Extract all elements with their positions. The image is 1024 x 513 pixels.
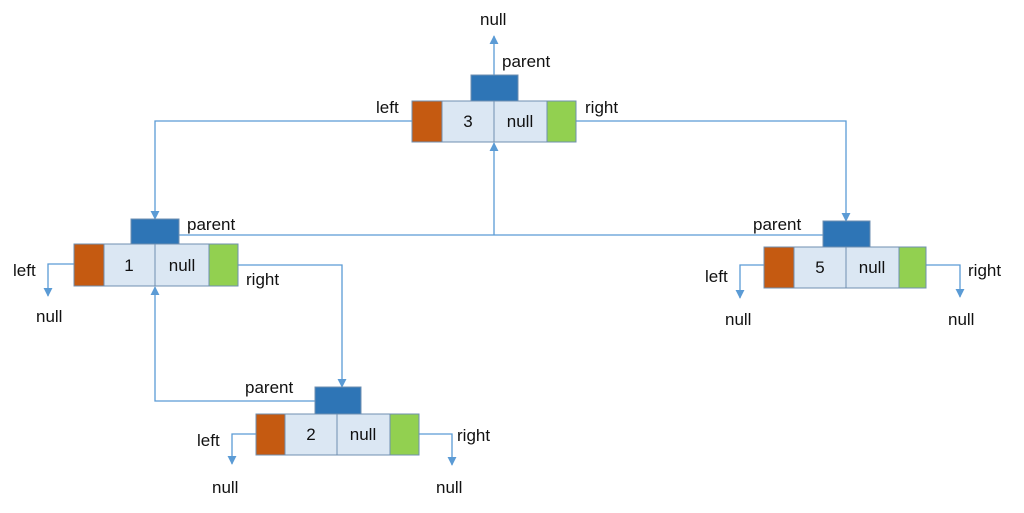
- right-label: right: [457, 426, 490, 445]
- parent-label: parent: [245, 378, 293, 397]
- tree-node-2: 2 null left right parent null null: [197, 378, 490, 497]
- left-pointer-cell: [763, 246, 795, 289]
- tree-node-1: 1 null left right parent null: [13, 215, 279, 326]
- right-pointer-cell: [208, 243, 239, 287]
- tree-node-3: 3 null left right parent null: [376, 10, 618, 143]
- node-extra: null: [350, 425, 376, 444]
- extra-cell: [154, 243, 210, 287]
- value-cell: [103, 243, 156, 287]
- edge-n2-parent-to-n1: [150, 286, 315, 402]
- edge-n1-right-to-n2: [238, 264, 347, 388]
- left-pointer-cell: [73, 243, 105, 287]
- edge-n5-left-null: [735, 264, 764, 299]
- left-label: left: [376, 98, 399, 117]
- node-value: 2: [306, 425, 315, 444]
- parent-pointer-box: [470, 74, 519, 102]
- parent-label: parent: [502, 52, 550, 71]
- parent-pointer-box: [130, 218, 180, 245]
- right-null-label: null: [948, 310, 974, 329]
- value-cell: [284, 413, 338, 456]
- extra-cell: [493, 100, 548, 143]
- parent-label: parent: [753, 215, 801, 234]
- edge-n2-left-null: [227, 433, 256, 465]
- edge-n1-left-null: [43, 263, 74, 297]
- right-pointer-cell: [389, 413, 420, 456]
- right-pointer-cell: [898, 246, 927, 289]
- node-extra: null: [169, 256, 195, 275]
- edge-n2-right-null: [419, 433, 457, 466]
- left-label: left: [197, 431, 220, 450]
- node-extra: null: [859, 258, 885, 277]
- edge-n5-right-null: [926, 264, 965, 298]
- edge-n3-right-to-n5: [576, 120, 851, 222]
- left-null-label: null: [212, 478, 238, 497]
- tree-node-5: 5 null left right parent null null: [705, 215, 1001, 329]
- right-label: right: [968, 261, 1001, 280]
- node-extra: null: [507, 112, 533, 131]
- node-value: 3: [463, 112, 472, 131]
- left-pointer-cell: [411, 100, 443, 143]
- right-label: right: [246, 270, 279, 289]
- right-pointer-cell: [546, 100, 577, 143]
- node-value: 1: [124, 256, 133, 275]
- left-pointer-cell: [255, 413, 286, 456]
- left-null-label: null: [725, 310, 751, 329]
- left-null-label: null: [36, 307, 62, 326]
- parent-pointer-box: [822, 220, 871, 248]
- edge-n3-left-to-n1: [150, 120, 412, 220]
- extra-cell: [845, 246, 900, 289]
- edges: [43, 35, 965, 466]
- parent-pointer-box: [314, 386, 362, 415]
- parent-label: parent: [187, 215, 235, 234]
- node-value: 5: [815, 258, 824, 277]
- left-label: left: [13, 261, 36, 280]
- right-null-label: null: [436, 478, 462, 497]
- right-label: right: [585, 98, 618, 117]
- parent-null-label: null: [480, 10, 506, 29]
- value-cell: [793, 246, 847, 289]
- left-label: left: [705, 267, 728, 286]
- value-cell: [441, 100, 495, 143]
